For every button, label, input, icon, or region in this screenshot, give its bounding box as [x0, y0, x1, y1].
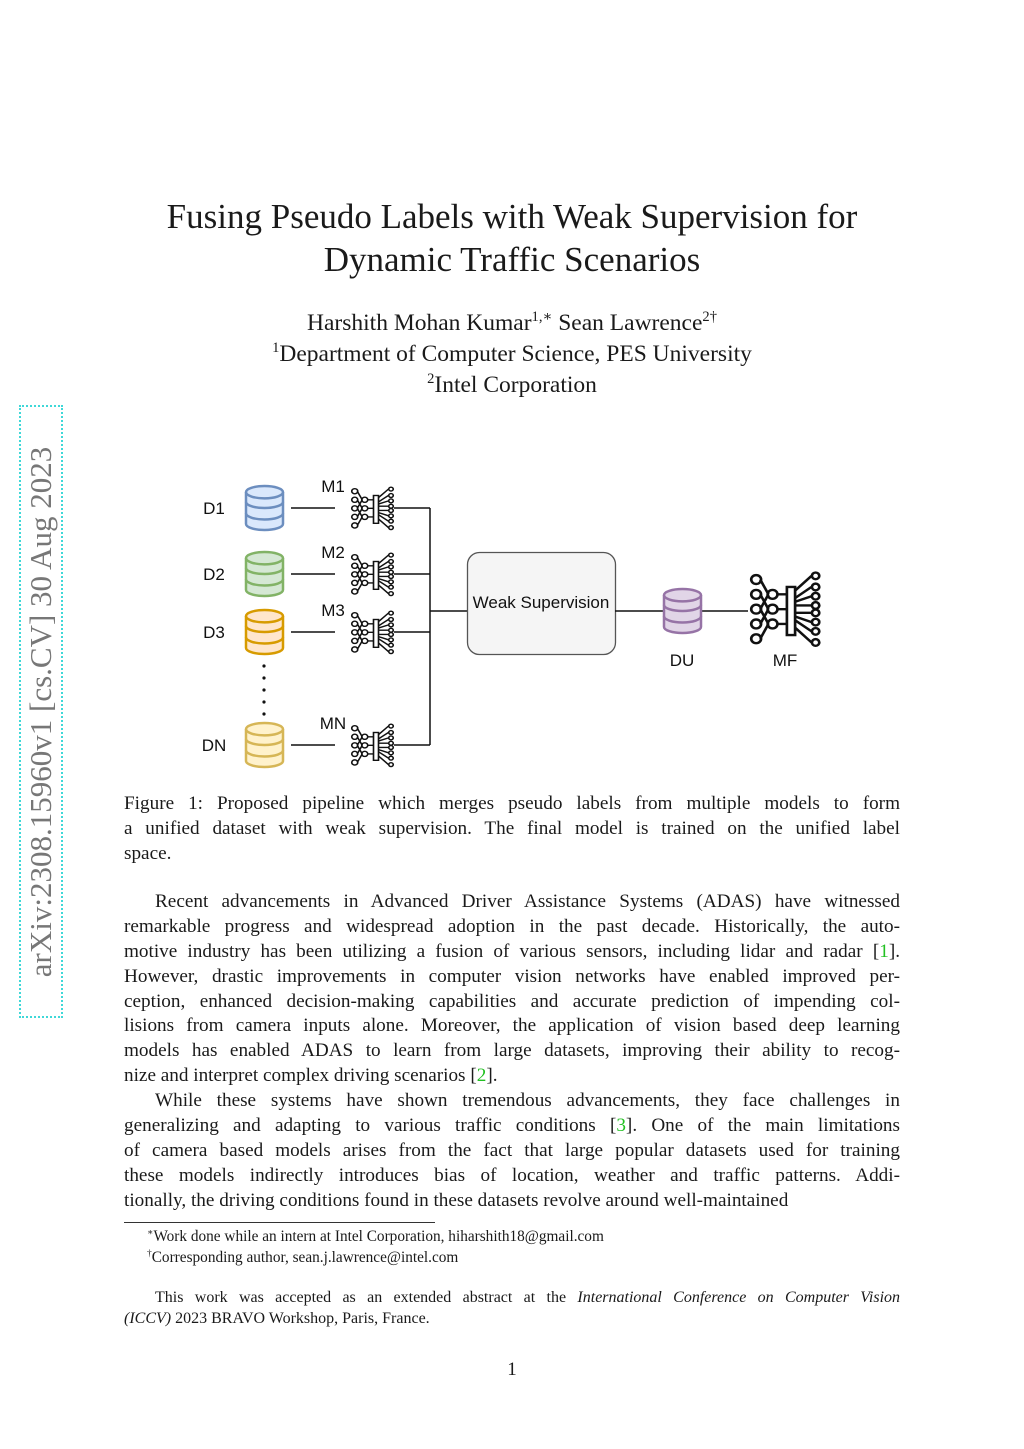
model-label: M1 [321, 477, 345, 496]
dataset-icon [244, 721, 285, 769]
dataset-label: D1 [203, 499, 225, 518]
text-line: Figure 1: Proposed pipeline which merges… [124, 793, 900, 814]
dataset-icon [244, 608, 285, 656]
footnote-mark: ∗ [147, 1227, 154, 1238]
dataset-label: D3 [203, 623, 225, 642]
acceptance-note: This work was accepted as an extended ab… [124, 1288, 900, 1329]
model-label: M2 [321, 543, 345, 562]
weak-supervision-label: Weak Supervision [473, 593, 610, 612]
model-row: D2 M2 [203, 543, 430, 598]
neural-network-icon [350, 723, 395, 768]
model-label: MN [320, 714, 346, 733]
footnote: ∗Work done while an intern at Intel Corp… [124, 1227, 900, 1248]
paragraph-1: Recent advancements in Advanced Driver A… [124, 890, 900, 1089]
arxiv-stamp: arXiv:2308.15960v1 [cs.CV] 30 Aug 2023 [19, 405, 63, 1018]
dataset-icon [244, 550, 285, 598]
text-line: tionally, the driving conditions found i… [124, 1189, 789, 1211]
paragraph-2: While these systems have shown tremendou… [124, 1089, 900, 1213]
text-line: models has enabled ADAS to learn from la… [124, 1040, 900, 1062]
citation-link[interactable]: 2 [476, 1065, 487, 1087]
final-model-label: MF [773, 651, 798, 670]
text-line: However, drastic improvements in compute… [124, 965, 900, 987]
text-line: generalizing and adapting to various tra… [124, 1114, 900, 1136]
text-line: a unified dataset with weak supervision.… [124, 817, 900, 839]
title-line: Dynamic Traffic Scenarios [323, 240, 701, 279]
model-row: DN MN [202, 714, 430, 769]
conference-abbrev: (ICCV) [124, 1309, 172, 1327]
footnote: †Corresponding author, sean.j.lawrence@i… [124, 1248, 900, 1269]
page-number: 1 [507, 1359, 517, 1380]
note-text: 2023 BRAVO Workshop, Paris, France. [171, 1309, 430, 1327]
text-line: lisions from camera inputs alone. Moreov… [124, 1015, 900, 1037]
dots-ellipsis [262, 664, 266, 716]
affiliation: 2Intel Corporation [0, 370, 1024, 401]
model-row: D1 M1 [203, 477, 430, 532]
affiliation-mark: 2 [427, 371, 435, 388]
dataset-label: DN [202, 736, 227, 755]
affiliation-mark: 1 [272, 340, 280, 357]
text-line: of camera based models arises from the f… [124, 1139, 900, 1161]
neural-network-icon [350, 486, 395, 531]
neural-network-icon [350, 552, 395, 597]
author-block: Harshith Mohan Kumar1,∗ Sean Lawrence2† … [0, 308, 1024, 401]
text-line: ception, enhanced decision-making capabi… [124, 990, 900, 1012]
text-line: these models indirectly introduces bias … [124, 1164, 900, 1186]
unified-dataset-icon [662, 587, 703, 635]
conference-name: International Conference on Computer Vis… [577, 1289, 901, 1306]
unified-dataset-label: DU [670, 651, 695, 670]
affiliation-name: Department of Computer Science, PES Univ… [279, 341, 752, 367]
dataset-icon [244, 484, 285, 532]
author-mark: 2† [702, 309, 717, 326]
affiliation: 1Department of Computer Science, PES Uni… [0, 339, 1024, 370]
note-text: This work was accepted as an extended ab… [155, 1289, 578, 1306]
text-line: remarkable progress and widespread adopt… [124, 915, 900, 937]
author-name: Harshith Mohan Kumar [307, 310, 532, 336]
text-line: nize and interpret complex driving scena… [124, 1065, 498, 1087]
footnote-rule [124, 1222, 435, 1223]
figure-caption: Figure 1: Proposed pipeline which merges… [124, 792, 900, 867]
title-line: Fusing Pseudo Labels with Weak Supervisi… [166, 197, 858, 236]
neural-network-icon [350, 610, 395, 655]
footnote-text: Work done while an intern at Intel Corpo… [153, 1228, 604, 1245]
connector-bus [429, 508, 467, 745]
text-line: motive industry has been utilizing a fus… [124, 940, 900, 962]
citation-link[interactable]: 3 [616, 1114, 626, 1136]
affiliation-name: Intel Corporation [434, 372, 597, 398]
model-row: D3 M3 [203, 601, 430, 656]
text-line: While these systems have shown tremendou… [155, 1090, 900, 1111]
paper-title: Fusing Pseudo Labels with Weak Supervisi… [0, 195, 1024, 281]
footnote-mark: † [147, 1248, 152, 1259]
text-line: Recent advancements in Advanced Driver A… [155, 891, 900, 912]
citation-link[interactable]: 1 [879, 940, 889, 962]
model-label: M3 [321, 601, 345, 620]
note-line: This work was accepted as an extended ab… [124, 1288, 900, 1309]
author-name: Sean Lawrence [558, 310, 703, 336]
footnote-text: Corresponding author, sean.j.lawrence@in… [151, 1248, 459, 1266]
final-model-network-icon [749, 571, 821, 648]
note-line: (ICCV) 2023 BRAVO Workshop, Paris, Franc… [124, 1309, 900, 1330]
weak-supervision-box [466, 551, 617, 656]
text-line: space. [124, 842, 172, 864]
footnotes: ∗Work done while an intern at Intel Corp… [124, 1227, 900, 1268]
author-names: Harshith Mohan Kumar1,∗ Sean Lawrence2† [0, 308, 1024, 339]
author-mark: 1,∗ [531, 309, 553, 326]
dataset-label: D2 [203, 565, 225, 584]
